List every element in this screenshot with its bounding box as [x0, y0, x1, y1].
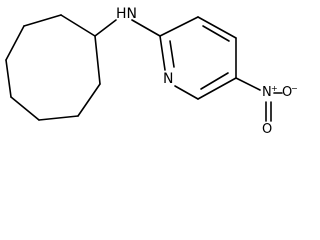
- molecule-diagram: HN N N + O − O: [5, 7, 298, 137]
- nitro-double-oxygen-label: O: [262, 122, 273, 137]
- pyridine-bond: [159, 16, 199, 37]
- amine-hydrogen: H: [116, 6, 127, 22]
- cyclooctane-bond: [60, 14, 96, 37]
- pyridine-double-bond: [202, 25, 230, 42]
- cyclooctane-bond: [5, 25, 25, 61]
- cyclooctane-bond: [23, 14, 62, 27]
- cyclooctane-bond: [38, 115, 79, 121]
- pyridine-double-bond: [200, 72, 229, 90]
- pyridine-nitrogen-label: N: [163, 71, 174, 87]
- pyridine-bond: [159, 35, 166, 71]
- amine-nitrogen-label: HN: [116, 7, 137, 21]
- oxygen-minus-charge: −: [291, 84, 298, 93]
- nitro-oxygen-label: O: [282, 85, 293, 100]
- nitro-plus-charge: +: [271, 84, 278, 93]
- cyclooctane-bond: [5, 59, 12, 98]
- cyclooctane-bond: [10, 96, 40, 121]
- amine-nitrogen: N: [126, 6, 138, 22]
- amine-bond-right: [131, 19, 161, 37]
- amine-bond-left: [94, 19, 117, 37]
- cyclooctane-bond: [77, 83, 101, 117]
- nitro-bond: [235, 77, 261, 91]
- pyridine-bond: [174, 85, 199, 100]
- pyridine-bond: [197, 16, 237, 39]
- cyclooctane-bond: [94, 35, 101, 85]
- nitro-nitrogen-label: N: [262, 85, 272, 100]
- pyridine-bond: [197, 77, 237, 100]
- pyridine-double-bond: [169, 40, 175, 68]
- bond-skeleton: [5, 14, 283, 122]
